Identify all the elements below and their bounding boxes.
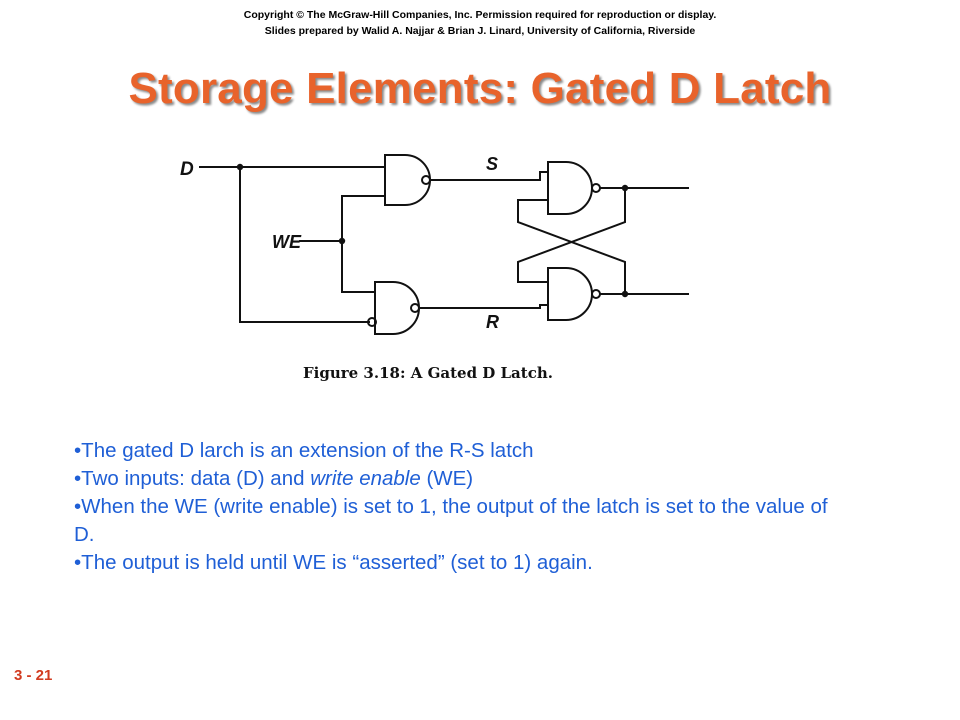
nand-gate-lower-input <box>374 281 420 335</box>
label-s: S <box>486 154 498 174</box>
feedback-upper-to-lower <box>517 187 626 283</box>
bullet-list: •The gated D larch is an extension of th… <box>74 437 834 577</box>
label-r: R <box>486 312 499 332</box>
bubble-lower-latch <box>591 289 601 299</box>
bullet-item-2-start: •Two inputs: data (D) and <box>74 467 311 490</box>
bubble-lower-input-gate <box>410 303 420 313</box>
bullet-item-1: •The gated D larch is an extension of th… <box>74 439 534 462</box>
bullet-item-3: •When the WE (write enable) is set to 1,… <box>74 495 828 546</box>
junction-dot-d <box>236 163 244 171</box>
bullet-item-2: •Two inputs: data (D) and write enable (… <box>74 465 834 493</box>
figure-caption: Figure 3.18: A Gated D Latch. <box>303 364 553 382</box>
copyright-line-2: Slides prepared by Walid A. Najjar & Bri… <box>264 25 696 37</box>
bullet-item-2-emphasis: write enable <box>310 467 421 490</box>
feedback-lower-to-upper <box>517 199 626 295</box>
nand-gate-lower-latch <box>547 267 593 321</box>
copyright-line-1: Copyright © The McGraw-Hill Companies, I… <box>243 9 717 21</box>
bubble-upper-input-gate <box>421 175 431 185</box>
copyright-notice: Copyright © The McGraw-Hill Companies, I… <box>0 7 960 39</box>
nand-gate-upper-input <box>384 154 431 206</box>
junction-dot-q-lower <box>621 290 629 298</box>
bubble-upper-latch <box>591 183 601 193</box>
bullet-item-2-end: (WE) <box>420 467 474 490</box>
slide-title: Storage Elements: Gated D Latch <box>128 64 832 113</box>
junction-dot-q-upper <box>621 184 629 192</box>
bullet-item-4: •The output is held until WE is “asserte… <box>74 551 593 574</box>
slide-number: 3 - 21 <box>14 667 53 684</box>
inverted-input-d-bubble <box>367 317 377 327</box>
junction-dot-we <box>338 237 346 245</box>
label-d: D <box>180 159 194 180</box>
label-we: WE <box>272 232 302 252</box>
nand-gate-upper-latch <box>547 161 593 215</box>
